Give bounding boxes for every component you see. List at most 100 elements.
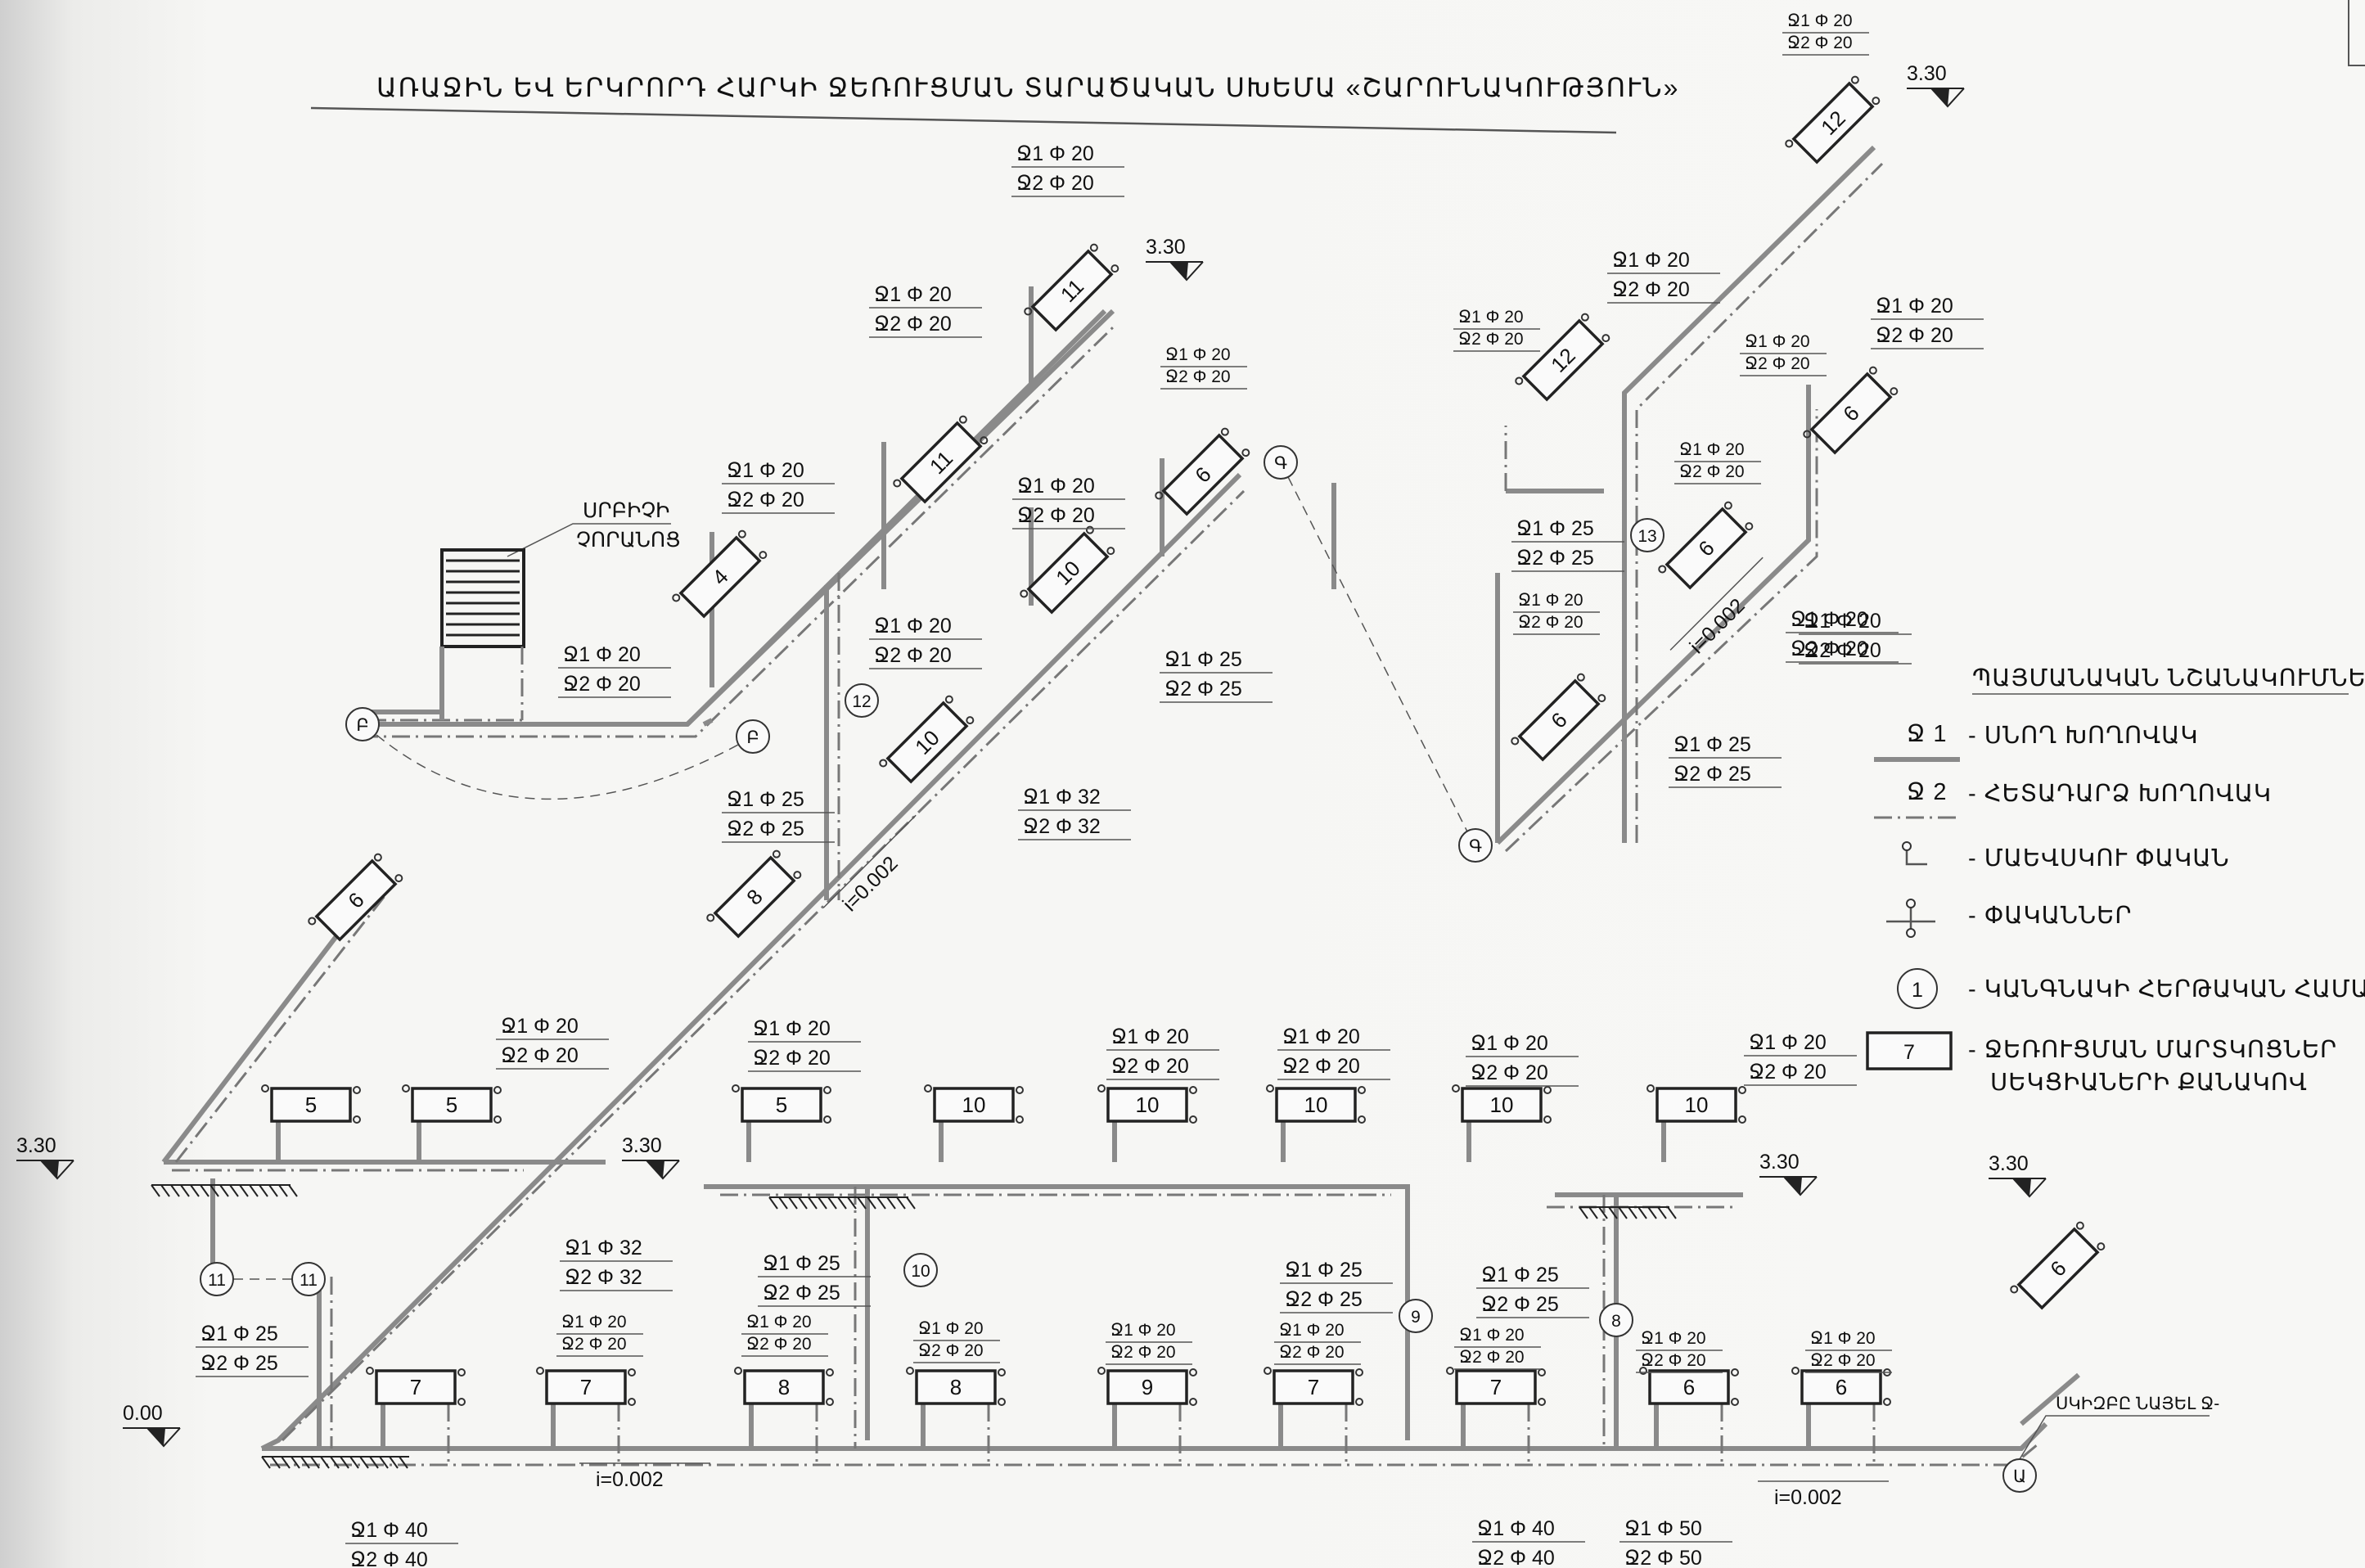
radiator-body [270, 1087, 352, 1123]
hatch [300, 1456, 310, 1469]
return-pipe [1504, 409, 1818, 853]
valve-icon [1868, 366, 1877, 375]
start-note: ՍԿԻԶԲԸ ՆԱՅԵԼ Ջ- [2056, 1395, 2219, 1413]
hatch [1618, 1206, 1628, 1219]
pipe-label-supply: Ջ1 Φ 25 [1481, 1264, 1559, 1286]
valve-icon [353, 1115, 361, 1124]
pipe-label-supply: Ջ1 Φ 20 [874, 615, 952, 638]
hatch [281, 1456, 291, 1469]
valve-icon [1106, 547, 1115, 556]
valves-icon [1906, 899, 1916, 908]
pipe-label-return: Ջ2 Φ 25 [200, 1352, 278, 1375]
pipe-label-supply: Ջ1 Φ 50 [1624, 1517, 1702, 1540]
legend-heading: ՊԱՅՄԱՆԱԿԱՆ ՆՇԱՆԱԿՈՒՄՆԵՐ [1972, 665, 2365, 692]
valve-icon [1189, 1115, 1197, 1124]
pipe-label-supply: Ջ1 Φ 25 [1674, 733, 1751, 756]
radiator-sections: 5 [305, 1093, 317, 1117]
valve-icon [1016, 1115, 1024, 1124]
radiator-body [1106, 1087, 1188, 1123]
pipe-label-supply: Ջ1 Φ 20 [1787, 11, 1853, 30]
node-G [1264, 445, 1298, 480]
radiator-floor1: 6 [1639, 1367, 1739, 1406]
radiator-body [1026, 531, 1110, 615]
valve-icon [1016, 1086, 1024, 1094]
pipe-label-return: Ջ2 Φ 20 [1282, 1055, 1360, 1078]
towel-dryer-frame [440, 548, 525, 648]
valve-icon [2097, 1242, 2106, 1251]
hatch [291, 1456, 300, 1469]
valve-icon [1803, 430, 1812, 439]
radiator-body [1791, 81, 1875, 164]
pipe-label-return: Ջ2 Φ 20 [1679, 462, 1745, 481]
radiator-body [1656, 1087, 1737, 1123]
pipe-label-supply: Ջ1 Φ 20 [1641, 1329, 1706, 1348]
radiator-sections: 6 [1683, 1375, 1695, 1399]
radiator-floor1: 6 [1791, 1367, 1891, 1406]
valve-icon [1266, 1084, 1274, 1093]
pipe-label-return: Ջ2 Φ 20 [1745, 354, 1810, 373]
pipe-label-return: Ջ2 Φ 25 [1285, 1288, 1363, 1311]
pipe-label-supply: Ջ1 Φ 20 [1282, 1025, 1360, 1048]
valve-icon [1452, 1084, 1460, 1093]
hatch [1637, 1206, 1647, 1219]
riser-node-11 [291, 1262, 326, 1296]
radiator-sections: 5 [776, 1093, 787, 1117]
riser-node-13 [1630, 518, 1665, 552]
valve-icon [734, 1367, 742, 1375]
pipe-label-return: Ջ2 Φ 20 [874, 313, 952, 336]
pipe-label-return: Ջ2 Φ 20 [1804, 639, 1881, 662]
hatch [1598, 1206, 1608, 1219]
radiator-sections: 8 [778, 1375, 790, 1399]
slope-label: i=0.002 [596, 1468, 664, 1491]
valve-icon [1639, 1367, 1647, 1375]
valve-icon [737, 529, 746, 538]
valve-icon [373, 853, 382, 862]
towel-dryer [439, 548, 525, 720]
air-valve-icon [1902, 841, 1912, 851]
title-underline [310, 106, 1617, 134]
pipe-label-return: Ջ2 Φ 50 [1624, 1547, 1702, 1568]
pipe-label-supply: Ջ1 Φ 25 [1285, 1259, 1363, 1282]
pipe-label-return: Ջ2 Φ 25 [1516, 547, 1594, 570]
valve-icon [1785, 139, 1794, 148]
hatch [1588, 1206, 1598, 1219]
pipe-label-return: Ջ2 Φ 20 [1279, 1343, 1345, 1362]
valve-icon [1597, 694, 1606, 703]
riser-node-label: 10 [911, 1262, 930, 1281]
valve-icon [1658, 565, 1667, 574]
hatch [229, 1184, 239, 1197]
radiator-floor1: 8 [734, 1367, 834, 1406]
return-pipe [281, 489, 1246, 1442]
riser-node-10 [903, 1253, 938, 1287]
pipe-label-return: Ջ2 Φ 20 [1458, 330, 1524, 349]
radiator-body [545, 1369, 627, 1405]
radiator-sections: 10 [1304, 1093, 1328, 1117]
riser-node-label: 13 [1637, 527, 1656, 546]
pipe-label-return: Ջ2 Φ 20 [1471, 1061, 1548, 1084]
valve-icon [706, 913, 715, 922]
pipe-label-supply: Ջ1 Φ 32 [565, 1237, 642, 1259]
valve-icon [998, 1368, 1006, 1377]
elevation-marker-fill [1931, 88, 1949, 106]
hatch [867, 1196, 876, 1210]
pipe-label-return: Ջ2 Φ 20 [501, 1044, 579, 1067]
valve-icon [1155, 491, 1164, 500]
valve-icon [1358, 1086, 1366, 1094]
pipe-label-return: Ջ2 Φ 25 [763, 1282, 840, 1304]
pipe-label-supply: Ջ1 Φ 25 [763, 1252, 840, 1275]
hatch [261, 1456, 271, 1469]
pipe-label-supply: Ջ1 Φ 20 [1679, 440, 1745, 459]
elevation-marker-fill [2013, 1178, 2031, 1196]
riser-node-label: 11 [208, 1271, 226, 1290]
valve-icon [1220, 427, 1229, 436]
riser-node-label: Ա [2013, 1467, 2026, 1486]
hatch [271, 1456, 281, 1469]
valve-icon [1745, 522, 1754, 531]
valve-icon [826, 1398, 834, 1406]
pipe-label-supply: Ջ1 Φ 20 [1110, 1321, 1176, 1340]
hatch [320, 1456, 330, 1469]
elevation-label: 3.30 [16, 1134, 56, 1157]
valve-icon [2075, 1221, 2084, 1230]
radiator-upper: 12 [1515, 313, 1610, 402]
